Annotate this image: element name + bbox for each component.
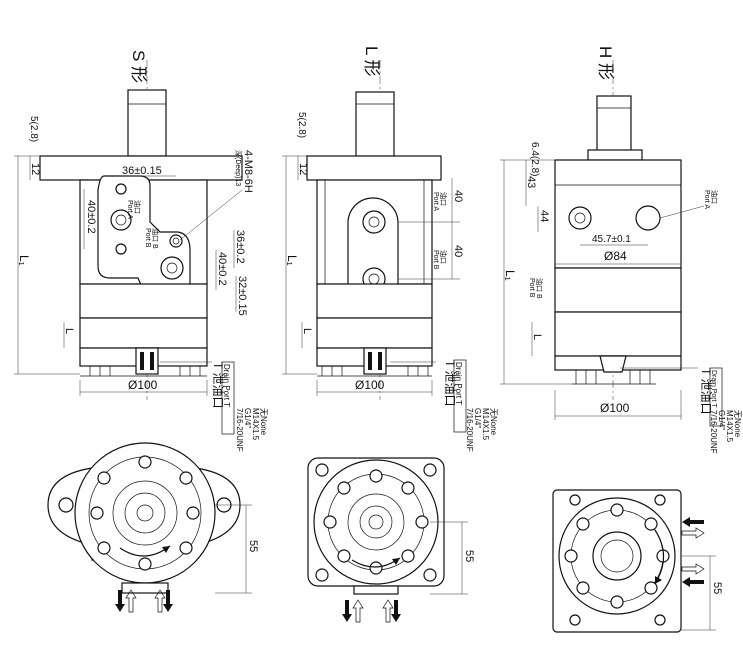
l-diameter: Ø100 [355,378,385,392]
s-dim-40: 40±0.2 [216,252,228,286]
s-opt-g14: G1/4" [243,408,252,428]
s-length-label: L₁ [17,255,31,266]
l-opt-m14: M14X1.5 [481,408,490,441]
l-top-offset: 5(2.8) [296,112,307,138]
h-end-dim-55: 55 [711,582,723,594]
s-diameter: Ø100 [128,378,158,392]
l-port-b-cn: 油口 [439,250,448,264]
l-shaft [355,91,395,157]
l-drain-en: Drain Port T [454,362,463,405]
h-opt-m14: M14X1.5 [725,410,734,443]
h-diameter: Ø100 [600,401,630,415]
h-end-view: 55 [552,489,723,633]
l-l-label: L [301,328,313,334]
l-end-dim-55: 55 [463,550,475,562]
h-opt-none: 无None [733,410,742,438]
s-end-dim-55: 55 [247,540,259,552]
s-port-spacing-v: 40±0.2 [85,200,97,234]
s-opt-unf: 7/16-20UNF [235,408,244,452]
s-port-a-cn: 油口 [133,200,142,214]
h-title: H 形 [596,46,615,80]
h-side-view: H 形 L₁ 6.4(2.8) 43 44 L 45.7±0.1 Ø [500,46,742,454]
s-flange-dim: 12 [29,163,41,175]
l-port-a-cn: 油口 [439,192,448,206]
l-port-a-en: Port A [432,192,439,211]
s-top-offset: 5(2.8) [28,116,39,142]
s-side-view: S 形 L₁ 12 [14,50,268,452]
l-dim-40b: 40 [452,245,464,257]
h-opt-g14: G1/4" [717,410,726,430]
s-port-spacing-h: 36±0.15 [122,165,162,177]
s-dim-36: 36±0.2 [234,230,246,264]
s-end-view: 55 [47,442,259,613]
h-l-label: L [531,334,543,340]
s-opt-m14: M14X1.5 [251,408,260,441]
l-opt-g14: G1/4" [473,408,482,428]
l-side-view: L 形 L₁ 12 5(2.8) L 40 4 [282,46,498,452]
s-bolt-spec: 4-M8-6H [242,150,254,193]
h-port-a-en: Port A [703,190,710,209]
h-drain-cn: T 泄油口 [699,368,713,414]
l-drain-cn: T 泄油口 [443,360,457,406]
h-port-b-cn: 油口 B [535,278,544,299]
s-port-a-en: Port A [126,200,133,219]
s-dim-32: 32±0.15 [236,276,248,316]
s-port-b-cn: 油口 B [151,228,160,249]
l-flange [306,155,442,181]
h-top-offset: 6.4(2.8) [529,142,540,176]
h-length-label: L₁ [503,270,517,281]
s-drain-cn: T 泄油口 [211,362,225,408]
h-port-a-cn: 油口 [710,190,719,204]
l-title: L 形 [362,46,381,77]
s-bolt-depth: 深(Deep)13 [234,150,243,186]
s-l-label: L [63,328,75,334]
h-shaft [596,95,632,159]
h-port-b-en: Port B [528,278,535,298]
l-opt-none: 无None [489,408,498,436]
h-diameter-small: Ø84 [604,249,627,263]
l-end-view: 55 [307,457,475,623]
l-port-b-en: Port B [432,250,439,270]
s-shaft [127,89,167,157]
l-dim-40a: 40 [452,190,464,202]
l-flange-dim: 12 [297,163,309,175]
s-title: S 形 [129,50,148,83]
l-length-label: L₁ [285,255,299,266]
h-dim-44: 44 [538,210,550,222]
h-drain-en: Drain Port T [710,370,717,408]
s-drain-en: Drain Port T [222,364,231,407]
h-dim-43: 43 [525,176,537,188]
s-opt-none: 无None [259,408,268,436]
s-port-b-en: Port B [144,228,151,248]
h-port-spacing: 45.7±0.1 [592,234,631,245]
l-opt-unf: 7/16-20UNF [465,408,474,452]
h-opt-unf: 7/16-20UNF [709,410,718,454]
